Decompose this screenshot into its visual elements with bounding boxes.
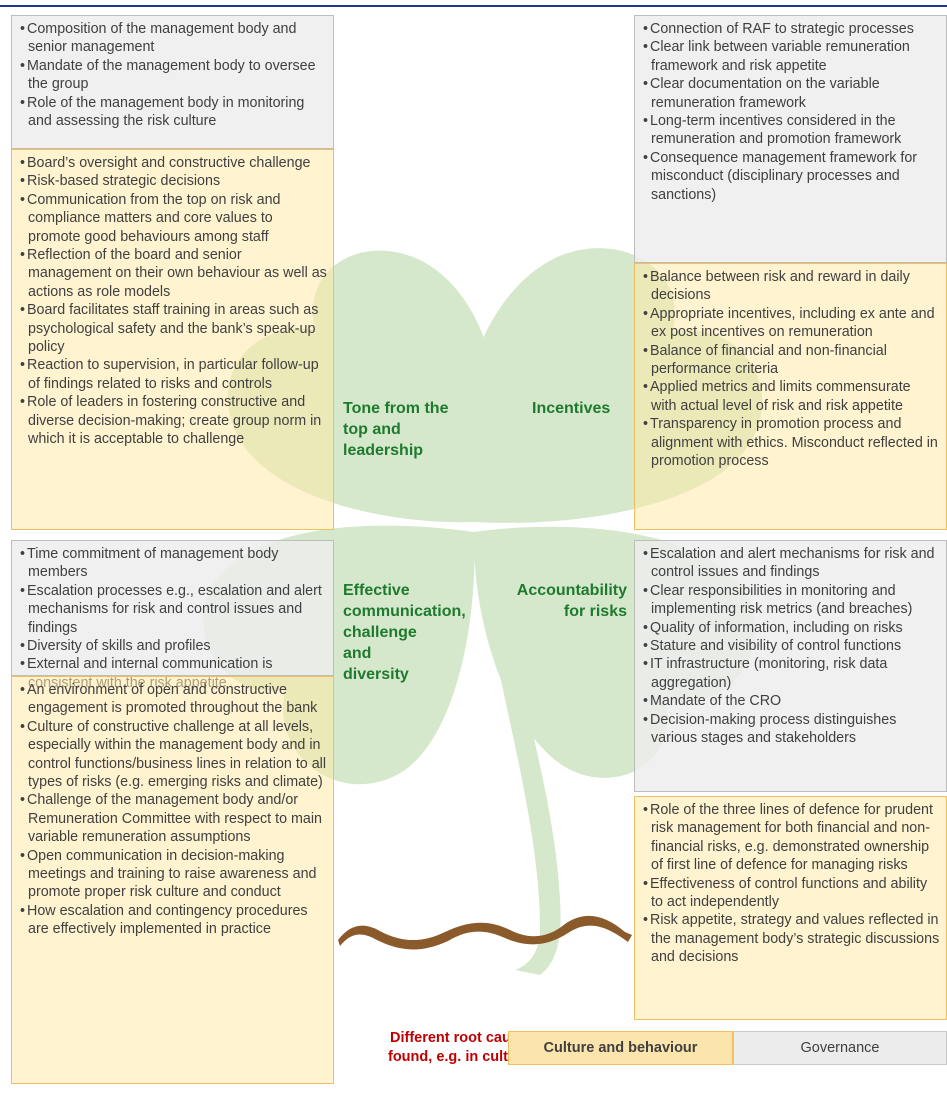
list-item: Reflection of the board and senior manag… <box>20 246 327 301</box>
list-item: Clear documentation on the variable remu… <box>643 75 940 112</box>
list-item: Mandate of the CRO <box>643 692 940 710</box>
culture-box-communication: An environment of open and constructive … <box>11 676 334 1084</box>
list-item: Transparency in promotion process and al… <box>643 415 940 470</box>
list-item: Escalation processes e.g., escalation an… <box>20 582 327 637</box>
list-item: Composition of the management body and s… <box>20 20 327 57</box>
list-item: Reaction to supervision, in particular f… <box>20 356 327 393</box>
list-item: Appropriate incentives, including ex ant… <box>643 305 940 342</box>
list-item: Quality of information, including on ris… <box>643 619 940 637</box>
legend-culture-and-behaviour: Culture and behaviour <box>508 1031 733 1065</box>
list-item: Applied metrics and limits commensurate … <box>643 378 940 415</box>
list-item: Risk appetite, strategy and values refle… <box>643 911 940 966</box>
list-item: Consequence management framework for mis… <box>643 149 940 204</box>
list-item: Effectiveness of control functions and a… <box>643 875 940 912</box>
list-item: How escalation and contingency procedure… <box>20 902 327 939</box>
list-item: Clear responsibilities in monitoring and… <box>643 582 940 619</box>
label-accountability: Accountability for risks <box>516 582 627 620</box>
culture-box-incentives: Balance between risk and reward in daily… <box>634 263 947 530</box>
list-item: Culture of constructive challenge at all… <box>20 718 327 792</box>
list-item: Long-term incentives considered in the r… <box>643 112 940 149</box>
list-item: Open communication in decision-making me… <box>20 847 327 902</box>
list-item: Role of leaders in fostering constructiv… <box>20 393 327 448</box>
list-item: Decision-making process distinguishes va… <box>643 711 940 748</box>
label-tone-from-top: Tone from the top and leadership <box>343 400 449 459</box>
list-item: Escalation and alert mechanisms for risk… <box>643 545 940 582</box>
list-item: Communication from the top on risk and c… <box>20 191 327 246</box>
governance-box-communication: Time commitment of management body membe… <box>11 540 334 691</box>
culture-box-tone-from-top: Board’s oversight and constructive chall… <box>11 149 334 530</box>
culture-box-accountability: Role of the three lines of defence for p… <box>634 796 947 1020</box>
label-incentives: Incentives <box>532 400 611 417</box>
ground-line <box>338 915 632 950</box>
clover-stem <box>478 560 561 975</box>
list-item: Challenge of the management body and/or … <box>20 791 327 846</box>
list-item: Stature and visibility of control functi… <box>643 637 940 655</box>
governance-box-accountability: Escalation and alert mechanisms for risk… <box>634 540 947 792</box>
list-item: An environment of open and constructive … <box>20 681 327 718</box>
list-item: Balance of financial and non-financial p… <box>643 342 940 379</box>
top-rule <box>0 5 947 7</box>
list-item: Role of the management body in monitorin… <box>20 94 327 131</box>
list-item: IT infrastructure (monitoring, risk data… <box>643 655 940 692</box>
governance-box-tone-from-top: Composition of the management body and s… <box>11 15 334 149</box>
list-item: Risk-based strategic decisions <box>20 172 327 190</box>
list-item: Board’s oversight and constructive chall… <box>20 154 327 172</box>
legend-governance: Governance <box>733 1031 947 1065</box>
label-communication: Effective communication, challenge and d… <box>343 582 466 683</box>
list-item: Diversity of skills and profiles <box>20 637 327 655</box>
governance-box-incentives: Connection of RAF to strategic processes… <box>634 15 947 263</box>
list-item: Board facilitates staff training in area… <box>20 301 327 356</box>
list-item: Balance between risk and reward in daily… <box>643 268 940 305</box>
list-item: Connection of RAF to strategic processes <box>643 20 940 38</box>
list-item: Role of the three lines of defence for p… <box>643 801 940 875</box>
list-item: Clear link between variable remuneration… <box>643 38 940 75</box>
list-item: Time commitment of management body membe… <box>20 545 327 582</box>
list-item: Mandate of the management body to overse… <box>20 57 327 94</box>
